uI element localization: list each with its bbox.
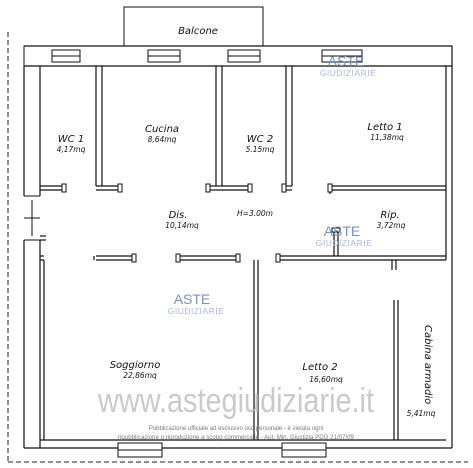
area-rip: 3,72mq — [377, 221, 406, 230]
label-wc2: WC 2 — [247, 134, 273, 145]
area-letto1: 11,38mq — [370, 133, 404, 142]
svg-text:GIUDIZIARIE: GIUDIZIARIE — [316, 238, 373, 248]
bottom-windows — [117, 442, 327, 458]
area-cabina-armadio: 5,41mq — [407, 409, 436, 418]
label-rip: Rip. — [380, 210, 399, 221]
label-cabina-armadio: Cabina armadio — [422, 325, 433, 404]
watermark-logo-middle: ASTE GIUDIZIARIE — [316, 223, 373, 248]
top-windows — [51, 49, 363, 63]
area-wc2: 5.15mq — [246, 145, 275, 154]
svg-text:GIUDIZIARIE: GIUDIZIARIE — [168, 306, 225, 316]
svg-text:ASTE: ASTE — [174, 291, 211, 307]
label-letto2: Letto 2 — [302, 362, 337, 373]
watermark-url: www.astegiudiziarie.it — [97, 382, 374, 420]
watermark-notice-line1: Pubblicazione ufficiale ad esclusivo uso… — [149, 426, 323, 432]
watermark-logo-left: ASTE GIUDIZIARIE — [168, 291, 225, 316]
room-labels: Balcone WC 1 4,17mq Cucina 8,64mq WC 2 5… — [57, 26, 436, 418]
area-dis: 10,14mq — [165, 221, 199, 230]
label-cucina: Cucina — [145, 124, 179, 135]
watermark-logo-top: ASTE GIUDIZIARIE — [320, 53, 377, 78]
area-letto2: 16,60mq — [309, 375, 343, 384]
wall-fill — [23, 45, 453, 67]
door-jambs — [61, 183, 341, 263]
property-boundary — [7, 32, 468, 463]
label-dis: Dis. — [169, 210, 188, 221]
label-wc1: WC 1 — [58, 134, 84, 145]
svg-text:ASTE: ASTE — [324, 223, 361, 239]
ceiling-height: H=3.00m — [237, 209, 273, 218]
label-balcone: Balcone — [178, 26, 218, 37]
area-soggiorno: 22,86mq — [123, 371, 157, 380]
interior-walls — [40, 66, 446, 440]
svg-text:GIUDIZIARIE: GIUDIZIARIE — [320, 68, 377, 78]
svg-text:ASTE: ASTE — [328, 53, 365, 69]
watermark-notice-line2: ripubblicazione o riproduzione a scopo c… — [118, 435, 355, 441]
entrance-door — [22, 195, 42, 241]
area-cucina: 8,64mq — [148, 135, 177, 144]
label-letto1: Letto 1 — [367, 122, 402, 133]
label-soggiorno: Soggiorno — [110, 360, 161, 371]
area-wc1: 4,17mq — [57, 145, 86, 154]
